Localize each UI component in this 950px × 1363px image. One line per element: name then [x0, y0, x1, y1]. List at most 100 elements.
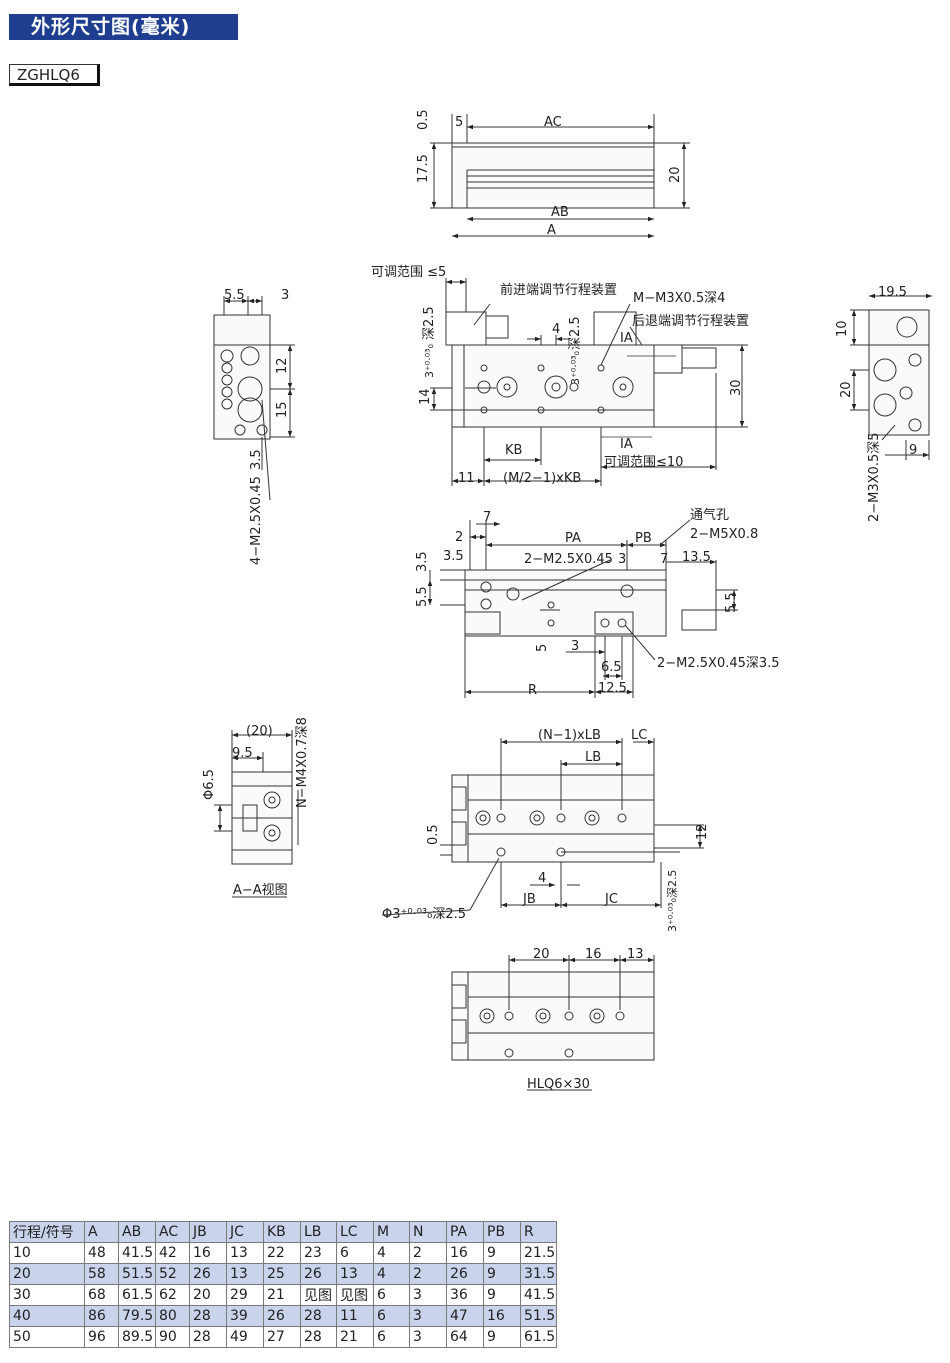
table-cell: 6 — [373, 1284, 410, 1306]
side-dim-14: 14 — [418, 388, 433, 405]
table-cell: 51.5 — [520, 1305, 557, 1327]
table-cell: 51.5 — [118, 1263, 156, 1285]
table-cell: 64 — [446, 1326, 484, 1348]
hlq-dim-16: 16 — [585, 947, 602, 962]
jaw-dim-4: 4 — [538, 871, 546, 886]
table-cell: 28 — [300, 1326, 337, 1348]
table-header: N — [409, 1221, 447, 1243]
table-header: AC — [155, 1221, 190, 1243]
top-dim-20: 20 — [668, 166, 683, 183]
right-dim-10: 10 — [835, 320, 850, 337]
top-dim-ac: AC — [544, 115, 562, 130]
table-header: M — [373, 1221, 410, 1243]
table-header: KB — [263, 1221, 301, 1243]
table-cell: 48 — [84, 1242, 119, 1264]
dimension-table: 行程/符号 A AB AC JB JC KB LB LC M N PA PB R… — [9, 1221, 557, 1348]
table-cell: 10 — [9, 1242, 85, 1264]
left-dim-15: 15 — [275, 401, 290, 418]
right-thread-label: 2−M3X0.5深5 — [867, 432, 882, 522]
table-cell: 28 — [189, 1305, 227, 1327]
table-cell: 42 — [155, 1242, 190, 1264]
table-cell: 80 — [155, 1305, 190, 1327]
aa-thread-label: N−M4X0.7深8 — [295, 717, 310, 808]
table-header: JC — [226, 1221, 264, 1243]
table-cell: 26 — [300, 1263, 337, 1285]
table-cell: 3 — [409, 1326, 447, 1348]
table-row: 10 48 41.5 42 16 13 22 23 6 4 2 16 9 21.… — [9, 1242, 557, 1264]
table-header: AB — [118, 1221, 156, 1243]
table-cell: 4 — [373, 1263, 410, 1285]
rear-adjust-label: 后退端调节行程装置 — [632, 314, 749, 329]
table-cell: 28 — [300, 1305, 337, 1327]
right-dim-195: 19.5 — [878, 285, 907, 300]
bottom-dim-135: 13.5 — [682, 550, 711, 565]
table-cell: 52 — [155, 1263, 190, 1285]
hlq-view-label: HLQ6×30 — [527, 1077, 590, 1092]
table-cell: 29 — [226, 1284, 264, 1306]
jaw-n1lb: (N−1)xLB — [538, 728, 601, 743]
bottom-dim-125: 12.5 — [598, 681, 627, 696]
aa-view — [214, 730, 299, 898]
table-cell: 31.5 — [520, 1263, 557, 1285]
table-header: LC — [336, 1221, 374, 1243]
hlq-view — [451, 955, 655, 1091]
side-m2kb-label: (M/2−1)xKB — [503, 471, 581, 486]
right-dim-20: 20 — [839, 381, 854, 398]
table-cell: 86 — [84, 1305, 119, 1327]
m5-label: 2−M5X0.8 — [690, 527, 758, 542]
aa-phi65: Φ6.5 — [202, 769, 217, 800]
bottom-view — [427, 519, 738, 698]
table-cell: 4 — [373, 1242, 410, 1264]
left-dim-3: 3 — [281, 288, 289, 303]
tol-right: 3⁺⁰·⁰³₀ — [569, 350, 582, 385]
jaw-dim-05: 0.5 — [426, 824, 441, 845]
table-cell: 13 — [226, 1242, 264, 1264]
left-dim-12: 12 — [275, 357, 290, 374]
table-cell: 3 — [409, 1305, 447, 1327]
aa-dim-20: (20) — [246, 724, 273, 739]
table-cell: 36 — [446, 1284, 484, 1306]
table-cell: 79.5 — [118, 1305, 156, 1327]
left-thread-label: 4−M2.5X0.45 — [249, 476, 264, 565]
deep25-left: 深2.5 — [422, 306, 437, 340]
table-cell: 49 — [226, 1326, 264, 1348]
table-header-row: 行程/符号 A AB AC JB JC KB LB LC M N PA PB R — [9, 1221, 557, 1243]
m25-deep-label: 2−M2.5X0.45深3.5 — [657, 656, 780, 671]
table-cell: 6 — [373, 1305, 410, 1327]
jaw-jc: JC — [604, 892, 618, 907]
table-cell: 21 — [336, 1326, 374, 1348]
side-dim-4: 4 — [552, 322, 560, 337]
jaw-dim-12: 12 — [695, 823, 710, 840]
bottom-dim-3b: 3 — [571, 639, 579, 654]
bottom-dim-55b: 5.5 — [724, 592, 739, 613]
table-cell: 21 — [263, 1284, 301, 1306]
table-header: JB — [189, 1221, 227, 1243]
model-label: ZGHLQ6 — [9, 64, 100, 86]
table-cell: 89.5 — [118, 1326, 156, 1348]
jaw-phi3-label: Φ3⁺⁰·⁰³₀深2.5 — [382, 907, 466, 922]
top-dim-05: 0.5 — [416, 109, 431, 130]
bottom-r-label: R — [528, 683, 537, 698]
table-cell: 20 — [189, 1284, 227, 1306]
table-cell: 30 — [9, 1284, 85, 1306]
table-cell: 13 — [226, 1263, 264, 1285]
bottom-dim-5: 5 — [535, 644, 550, 652]
ia-top-label: IA — [620, 331, 633, 346]
side-dim-30: 30 — [729, 379, 744, 396]
table-row: 50 96 89.5 90 28 49 27 28 21 6 3 64 9 61… — [9, 1326, 557, 1348]
table-cell: 见图 — [300, 1284, 337, 1306]
table-header: 行程/符号 — [9, 1221, 85, 1243]
table-cell: 90 — [155, 1326, 190, 1348]
table-cell: 41.5 — [520, 1284, 557, 1306]
table-cell: 9 — [483, 1326, 521, 1348]
bottom-dim-35a: 3.5 — [443, 549, 464, 564]
table-header: LB — [300, 1221, 337, 1243]
table-cell: 见图 — [336, 1284, 374, 1306]
top-dim-a: A — [547, 223, 556, 238]
top-dim-175: 17.5 — [416, 154, 431, 183]
table-cell: 27 — [263, 1326, 301, 1348]
table-row: 20 58 51.5 52 26 13 25 26 13 4 2 26 9 31… — [9, 1263, 557, 1285]
bottom-dim-7b: 7 — [660, 552, 668, 567]
bottom-dim-55a: 5.5 — [415, 586, 430, 607]
table-cell: 26 — [446, 1263, 484, 1285]
